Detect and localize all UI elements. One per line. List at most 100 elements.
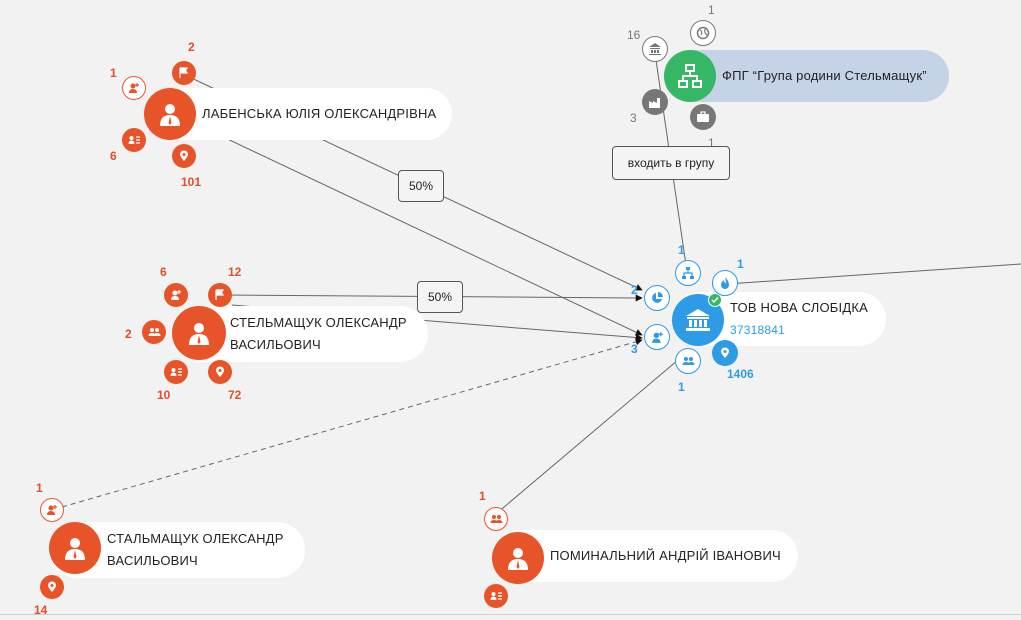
labenska-node-circle[interactable] xyxy=(144,88,196,140)
person-icon xyxy=(160,104,180,126)
company-name: ТОВ НОВА СЛОБІДКА xyxy=(730,300,868,315)
company-structure-badge[interactable] xyxy=(675,260,701,286)
contact-details-icon xyxy=(490,592,502,600)
person-add-icon xyxy=(129,83,139,93)
person-add-icon xyxy=(651,331,663,343)
stalmashchuk-name-line2: ВАСИЛЬОВИЧ xyxy=(107,553,198,568)
stelmashchuk-relations-count: 2 xyxy=(125,327,132,341)
company-shares-badge[interactable] xyxy=(644,285,670,311)
labenska-flag-badge[interactable] xyxy=(172,61,196,85)
edge-pominalnyi-to-company[interactable] xyxy=(496,359,679,514)
stalmashchuk-node-circle[interactable] xyxy=(49,522,101,574)
company-shares-count: 2 xyxy=(631,283,638,297)
stelmashchuk-details-badge[interactable] xyxy=(164,360,188,384)
edge-stalmashchuk-dashed[interactable] xyxy=(61,338,643,508)
edge-label-stelmashchuk-share[interactable]: 50% xyxy=(417,281,463,313)
group-node-label[interactable]: ФПГ “Група родини Стельмащук” xyxy=(664,50,949,102)
pie-chart-icon xyxy=(652,292,663,303)
stelmashchuk-name-line1: СТЕЛЬМАЩУК ОЛЕКСАНДР xyxy=(230,315,407,330)
labenska-person-add-badge[interactable] xyxy=(122,76,146,100)
bank-icon xyxy=(686,309,710,331)
labenska-location-count: 101 xyxy=(181,175,202,189)
group-node-circle[interactable] xyxy=(664,50,716,102)
edge-label-group-membership[interactable]: входить в групу xyxy=(612,146,730,180)
bank-icon xyxy=(649,43,661,55)
group-briefcase-badge[interactable] xyxy=(690,104,716,130)
stalmashchuk-person-add-badge[interactable] xyxy=(40,498,64,522)
labenska-details-badge[interactable] xyxy=(122,128,146,152)
company-structure-count: 1 xyxy=(678,243,685,257)
labenska-details-count: 6 xyxy=(110,149,117,163)
stelmashchuk-flag-badge[interactable] xyxy=(208,283,232,307)
group-briefcase-count: 1 xyxy=(708,136,715,150)
company-location-badge[interactable] xyxy=(712,340,738,366)
stalmashchuk-name-line1: СТАЛЬМАЩУК ОЛЕКСАНДР xyxy=(107,531,284,546)
group-factory-count: 3 xyxy=(630,111,637,125)
briefcase-icon xyxy=(697,111,709,122)
stelmashchuk-details-count: 10 xyxy=(157,388,171,402)
stalmashchuk-name-block: СТАЛЬМАЩУК ОЛЕКСАНДР ВАСИЛЬОВИЧ xyxy=(107,528,284,572)
stelmashchuk-person-add-badge[interactable] xyxy=(164,283,188,307)
person-add-icon xyxy=(171,290,181,300)
relations-icon xyxy=(490,515,502,523)
company-fire-count: 1 xyxy=(737,257,744,271)
flag-icon xyxy=(215,289,225,300)
stalmashchuk-location-badge[interactable] xyxy=(40,575,64,599)
contact-details-icon xyxy=(128,136,140,144)
labenska-flag-count: 2 xyxy=(188,40,195,54)
location-pin-icon xyxy=(180,150,188,161)
edge-label-labenska-share[interactable]: 50% xyxy=(398,170,444,202)
group-bank-badge[interactable] xyxy=(642,36,668,62)
stelmashchuk-location-count: 72 xyxy=(228,388,242,402)
flag-icon xyxy=(179,67,189,78)
stelmashchuk-relations-badge[interactable] xyxy=(142,320,166,344)
stelmashchuk-person-add-count: 6 xyxy=(160,265,167,279)
edge-company-offscreen[interactable] xyxy=(711,263,1021,286)
company-person-add-count: 3 xyxy=(631,342,638,356)
company-relations-badge[interactable] xyxy=(675,348,701,374)
factory-icon xyxy=(649,98,660,108)
company-person-add-badge[interactable] xyxy=(644,324,670,350)
pominalnyi-relations-count: 1 xyxy=(479,489,486,503)
labenska-person-add-count: 1 xyxy=(110,66,117,80)
company-verified-badge xyxy=(708,293,722,307)
contact-details-icon xyxy=(170,368,182,376)
structure-icon xyxy=(682,267,694,279)
company-fire-badge[interactable] xyxy=(712,270,738,296)
hierarchy-icon xyxy=(678,64,702,88)
person-icon xyxy=(508,548,528,570)
group-bank-count: 16 xyxy=(627,28,641,42)
stelmashchuk-node-circle[interactable] xyxy=(172,306,226,360)
location-pin-icon xyxy=(48,581,56,592)
group-globe-count: 1 xyxy=(708,3,715,17)
group-factory-badge[interactable] xyxy=(642,89,668,115)
labenska-name: ЛАБЕНСЬКА ЮЛІЯ ОЛЕКСАНДРІВНА xyxy=(202,106,437,121)
fire-icon xyxy=(721,277,729,289)
stalmashchuk-person-add-count: 1 xyxy=(36,481,43,495)
stelmashchuk-flag-count: 12 xyxy=(228,265,242,279)
globe-icon xyxy=(696,26,710,40)
person-icon xyxy=(189,323,209,345)
relations-icon xyxy=(148,328,160,336)
group-globe-badge[interactable] xyxy=(690,20,716,46)
labenska-location-badge[interactable] xyxy=(172,144,196,168)
company-text-block: ТОВ НОВА СЛОБІДКА 37318841 xyxy=(730,297,868,341)
relations-icon xyxy=(682,357,694,365)
location-pin-icon xyxy=(721,347,729,358)
person-add-icon xyxy=(47,505,57,515)
pominalnyi-name: ПОМИНАЛЬНИЙ АНДРІЙ ІВАНОВИЧ xyxy=(550,548,781,563)
group-node-name: ФПГ “Група родини Стельмащук” xyxy=(722,68,927,83)
stelmashchuk-location-badge[interactable] xyxy=(208,360,232,384)
stelmashchuk-name-block: СТЕЛЬМАЩУК ОЛЕКСАНДР ВАСИЛЬОВИЧ xyxy=(230,312,407,356)
pominalnyi-relations-badge[interactable] xyxy=(484,507,508,531)
person-icon xyxy=(65,538,85,560)
bottom-divider xyxy=(0,614,1021,615)
pominalnyi-details-badge[interactable] xyxy=(484,584,508,608)
stalmashchuk-location-count: 14 xyxy=(34,603,48,617)
stelmashchuk-name-line2: ВАСИЛЬОВИЧ xyxy=(230,337,321,352)
company-relations-count: 1 xyxy=(678,380,685,394)
company-code[interactable]: 37318841 xyxy=(730,323,785,337)
pominalnyi-node-circle[interactable] xyxy=(492,532,544,584)
edge-labenska-to-company[interactable] xyxy=(182,117,643,336)
location-pin-icon xyxy=(216,366,224,377)
